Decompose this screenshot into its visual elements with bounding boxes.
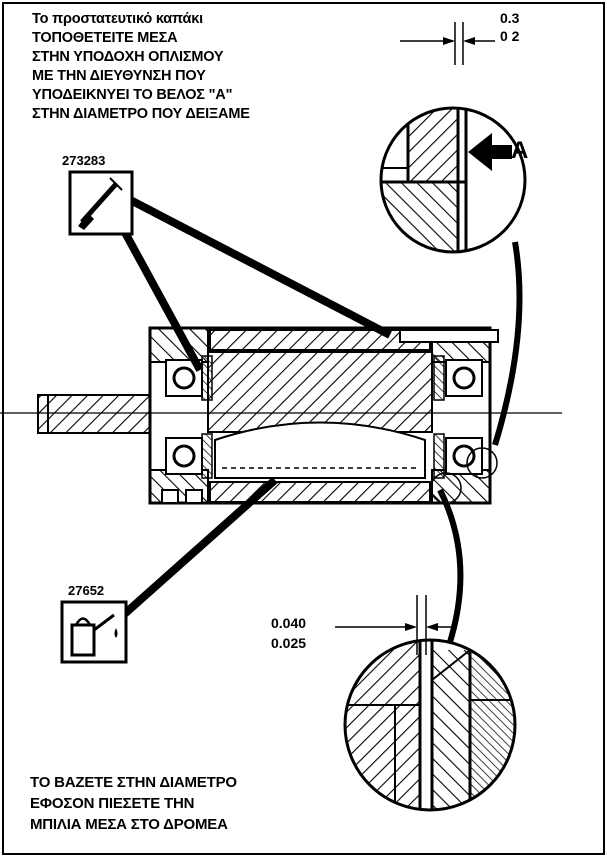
note-bottom-line: ΕΦΟΣΟΝ ΠΙΕΣΕΤΕ ΤΗΝ [30, 795, 195, 812]
detail-view-bottom [343, 638, 517, 812]
note-top-line: ΤΟΠΟΘΕΤΕΙΤΕ ΜΕΣΑ [32, 30, 178, 46]
note-top-line: ΥΠΟΔΕΙΚΝΥΕΙ ΤΟ ΒΕΛΟΣ "Α" [32, 87, 233, 103]
part-number-top: 273283 [62, 153, 106, 168]
note-top-line: ΣΤΗΝ ΔΙΑΜΕΤΡΟ ΠΟΥ ΔΕΙΞΑΜΕ [32, 106, 250, 122]
note-bottom-line: ΤΟ ΒΑΖΕΤΕ ΣΤΗΝ ΔΙΑΜΕΤΡΟ [30, 774, 237, 791]
dimension-top-max: 0.3 [500, 10, 520, 26]
note-bottom-line: ΜΠΙΛΙΑ ΜΕΣΑ ΣΤΟ ΔΡΟΜΕΑ [30, 816, 228, 833]
spacer-left-bottom [201, 433, 213, 479]
dimension-gap-bottom [335, 595, 455, 655]
rotor [207, 351, 433, 479]
detail-view-top [379, 106, 527, 254]
brush-tool-icon [68, 170, 134, 236]
instruction-note-bottom: ΤΟ ΒΑΖΕΤΕ ΣΤΗΝ ΔΙΑΜΕΤΡΟ ΕΦΟΣΟΝ ΠΙΕΣΕΤΕ Τ… [30, 772, 237, 835]
bearing-right-bottom [445, 437, 483, 475]
note-top-line: Το προστατευτικό καπάκι [32, 11, 203, 27]
part-number-bottom: 27652 [68, 583, 105, 598]
note-top-line: ΜΕ ΤΗΝ ΔΙΕΥΘΥΝΣΗ ΠΟΥ [32, 68, 206, 84]
dimension-bottom-max: 0.040 [271, 615, 307, 631]
spacer-right-bottom [433, 433, 445, 479]
dimension-top-min: 0 2 [500, 28, 520, 44]
instruction-note-top: Το προστατευτικό καπάκι ΤΟΠΟΘΕΤΕΙΤΕ ΜΕΣΑ… [32, 10, 250, 124]
shaft-extension [37, 394, 151, 434]
spacer-right-top [433, 355, 445, 401]
bearing-right-top [445, 359, 483, 397]
spacer-left-top [201, 355, 213, 401]
oil-can-icon [60, 600, 128, 664]
arrow-a-icon [468, 133, 512, 171]
bearing-left-bottom [165, 437, 203, 475]
arrow-a-label: A [511, 137, 529, 164]
dimension-gap-top [400, 22, 495, 65]
note-top-line: ΣΤΗΝ ΥΠΟΔΟΧΗ ΟΠΛΙΣΜΟΥ [32, 49, 224, 65]
dimension-bottom-min: 0.025 [271, 635, 307, 651]
detail-marker-top [466, 447, 498, 479]
